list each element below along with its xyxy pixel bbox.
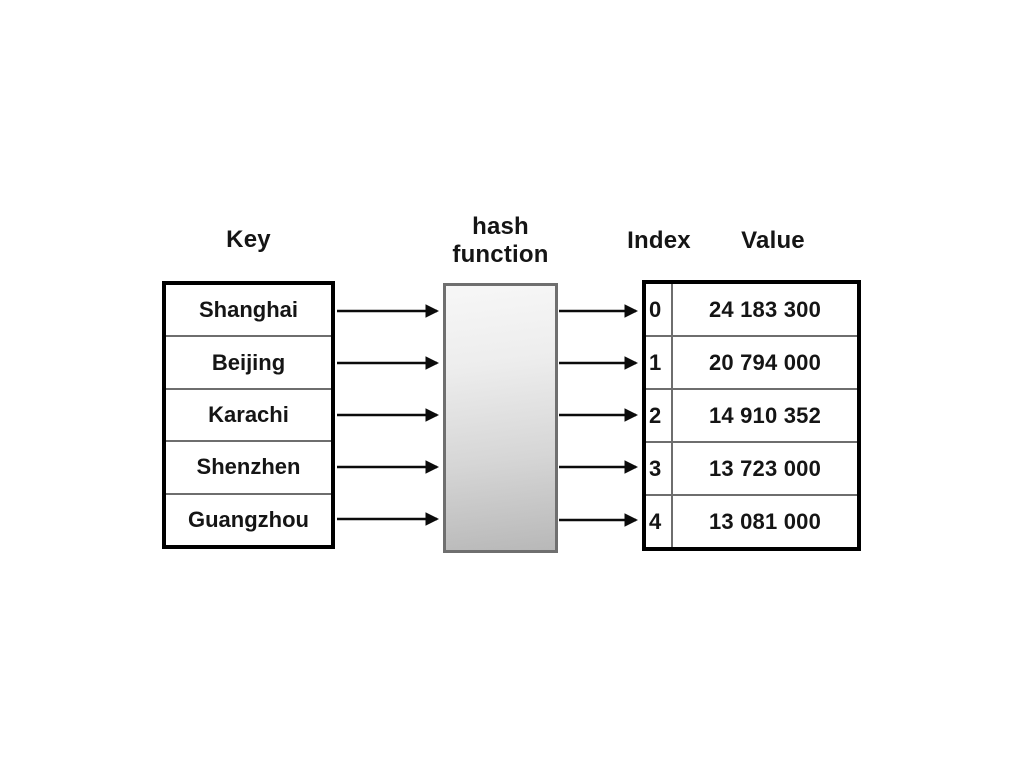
key-column-header: Key [226,226,271,253]
hash-function-box [443,283,558,553]
key-cell-karachi: Karachi [166,390,331,443]
index-cell: 4 [646,496,673,547]
value-cell: 24 183 300 [708,296,822,322]
index-column-header: Index [627,227,691,254]
hash-function-label-line2: function [452,241,549,268]
value-cell: 14 910 352 [708,402,822,428]
value-cell: 20 794 000 [708,349,822,375]
index-cell: 0 [646,284,673,335]
key-cell-shenzhen: Shenzhen [166,442,331,495]
index-cell: 1 [646,337,673,388]
index-cell: 3 [646,443,673,494]
table-row: 4 13 081 000 [646,496,857,547]
index-value-table: 0 24 183 300 1 20 794 000 2 14 910 352 3… [642,280,861,551]
key-table: Shanghai Beijing Karachi Shenzhen Guangz… [162,281,335,549]
table-row: 3 13 723 000 [646,443,857,496]
value-cell: 13 081 000 [708,508,822,534]
value-column-header: Value [741,227,805,254]
key-cell-guangzhou: Guangzhou [188,506,309,532]
index-cell: 2 [646,390,673,441]
key-cell-beijing: Beijing [166,337,331,390]
hash-function-label: hash function [428,213,573,269]
key-cell-shanghai: Shanghai [166,285,331,338]
hash-function-label-line1: hash [472,213,529,240]
value-cell: 13 723 000 [708,455,822,481]
table-row: 2 14 910 352 [646,390,857,443]
table-row: 1 20 794 000 [646,337,857,390]
table-row: 0 24 183 300 [646,284,857,337]
